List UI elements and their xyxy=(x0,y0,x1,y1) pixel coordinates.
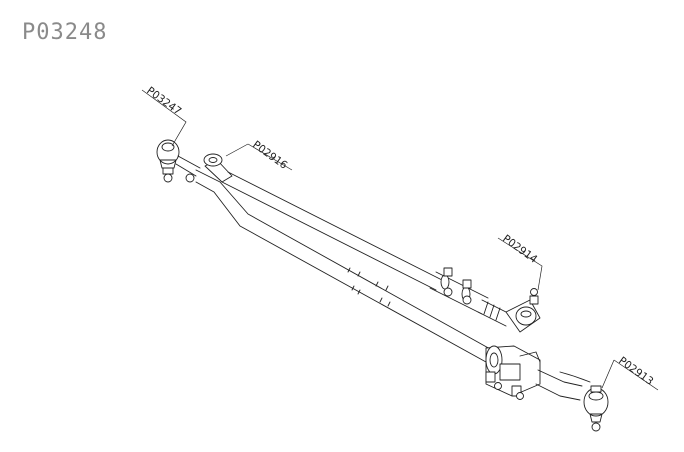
callout-label: P02916 xyxy=(250,139,289,172)
center-clamp-assembly xyxy=(485,345,541,400)
left-tie-rod-end xyxy=(156,139,201,183)
drawing-number: P03248 xyxy=(22,20,108,45)
upper-tie-rod xyxy=(203,153,511,327)
callout-label: P03247 xyxy=(144,85,183,118)
right-tie-rod-end xyxy=(535,369,609,432)
callout-label: P02914 xyxy=(500,233,539,266)
callout-label: P02913 xyxy=(616,355,655,388)
callout-p02913: P02913 xyxy=(601,355,659,391)
callout-p03247: P03247 xyxy=(141,85,187,147)
callout-p02914: P02914 xyxy=(497,233,543,291)
right-inner-tie-rod-end xyxy=(505,288,541,333)
lower-bent-rod xyxy=(195,169,493,363)
callout-p02916: P02916 xyxy=(225,139,293,172)
